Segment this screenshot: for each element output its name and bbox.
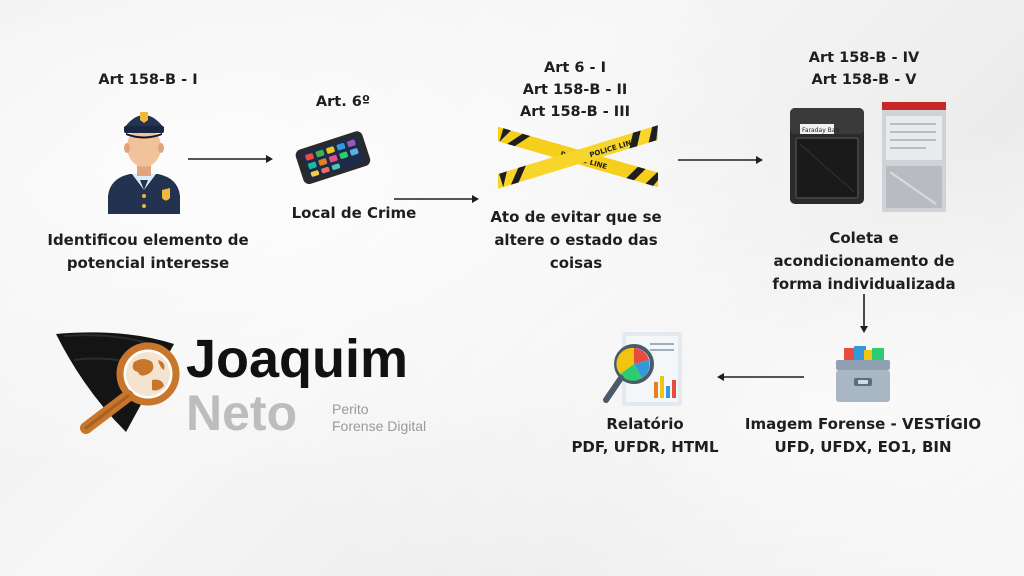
step4-caption-line: Coleta e bbox=[829, 229, 899, 247]
evidence-bags-icon: Faraday Bag bbox=[786, 100, 950, 214]
logo-tagline: Perito Forense Digital bbox=[332, 401, 426, 435]
step1-caption: Identificou elemento de potencial intere… bbox=[38, 229, 258, 275]
step3-article-line: Art 6 - I bbox=[544, 60, 606, 76]
step5-caption-line: UFD, UFDX, EO1, BIN bbox=[774, 438, 952, 456]
step3-caption: Ato de evitar que se altere o estado das… bbox=[478, 206, 674, 275]
step4-article-line: Art 158-B - IV bbox=[808, 50, 920, 66]
step2-article: Art. 6º bbox=[315, 94, 371, 110]
bag-label: Faraday Bag bbox=[802, 127, 839, 134]
logo-tagline-line: Perito bbox=[332, 401, 369, 417]
police-tape-icon: POLICE LINE POLICE LINE bbox=[498, 124, 658, 192]
step1-article: Art 158-B - I bbox=[98, 72, 198, 88]
arrow-right-icon bbox=[188, 153, 274, 165]
arrow-right-icon bbox=[678, 154, 764, 166]
arrow-left-icon bbox=[716, 371, 804, 383]
step3-caption-line: Ato de evitar que se bbox=[490, 208, 662, 226]
step4-caption-line: acondicionamento de bbox=[773, 252, 955, 270]
step4-articles: Art 158-B - IV Art 158-B - V bbox=[796, 47, 932, 91]
step6-caption: Relatório PDF, UFDR, HTML bbox=[560, 413, 730, 459]
step5-caption: Imagem Forense - VESTÍGIO UFD, UFDX, EO1… bbox=[738, 413, 988, 459]
report-magnifier-icon bbox=[600, 330, 686, 410]
logo-name-line2: Neto bbox=[186, 385, 298, 441]
arrow-down-icon bbox=[858, 294, 870, 334]
step6-caption-line: Relatório bbox=[606, 415, 684, 433]
police-officer-icon bbox=[104, 100, 184, 214]
step3-article-line: Art 158-B - II bbox=[522, 82, 628, 98]
step3-article-line: Art 158-B - III bbox=[520, 104, 630, 120]
step3-articles: Art 6 - I Art 158-B - II Art 158-B - III bbox=[500, 57, 650, 123]
step1-caption-line: Identificou elemento de bbox=[47, 231, 249, 249]
arrow-right-icon bbox=[394, 193, 480, 205]
step3-caption-line: coisas bbox=[549, 254, 603, 272]
step5-caption-line: Imagem Forense - VESTÍGIO bbox=[744, 415, 982, 433]
step6-caption-line: PDF, UFDR, HTML bbox=[571, 438, 719, 456]
step4-caption: Coleta e acondicionamento de forma indiv… bbox=[758, 227, 970, 296]
step3-caption-line: altere o estado das bbox=[494, 231, 658, 249]
step1-caption-line: potencial interesse bbox=[66, 254, 230, 272]
step2-caption: Local de Crime bbox=[291, 204, 417, 222]
file-drawer-icon bbox=[832, 344, 894, 406]
magnifier-globe-logo-icon bbox=[54, 330, 184, 434]
logo-name-line1: Joaquim bbox=[186, 329, 409, 389]
smartphone-icon bbox=[288, 128, 376, 188]
step4-article-line: Art 158-B - V bbox=[811, 72, 917, 88]
logo-tagline-line: Forense Digital bbox=[332, 418, 427, 434]
step4-caption-line: forma individualizada bbox=[772, 275, 956, 293]
